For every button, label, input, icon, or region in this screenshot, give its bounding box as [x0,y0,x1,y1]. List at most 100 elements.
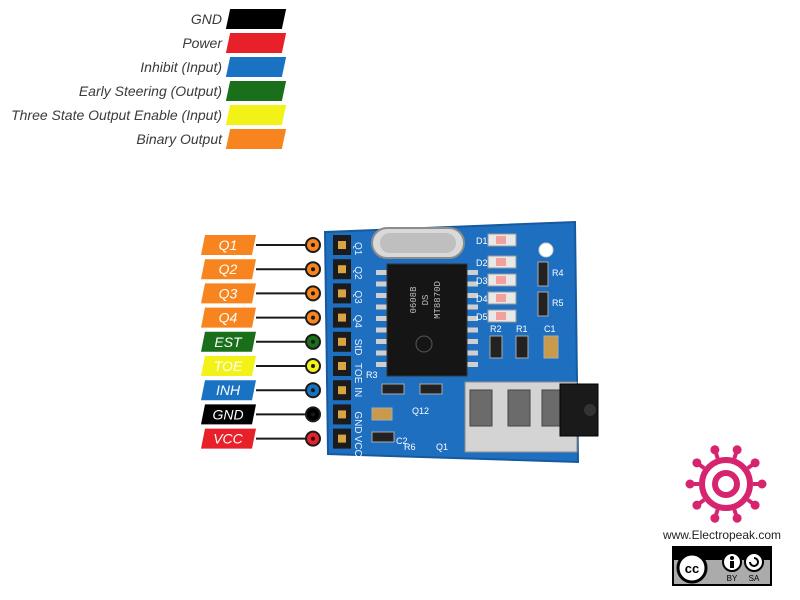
legend-label: GND [190,11,222,27]
ic-pins [376,270,478,367]
ic-leg [467,293,478,298]
cc-icon [676,552,708,584]
legend-item: Early Steering (Output) [0,80,300,104]
crystal-label: 3.57945 [399,240,437,250]
pin-silk-label: IN [352,387,363,397]
pin-tag-label: VCC [213,431,243,447]
pin-tag-label: TOE [214,358,243,374]
website-url[interactable]: www.Electropeak.com [662,528,782,542]
cc-license-badge[interactable]: cc BY SA [672,546,772,586]
pin-silk-label: Q4 [352,315,363,329]
header-pin[interactable] [338,289,346,298]
by-text: BY [727,574,738,583]
led-label: D2 [476,258,488,268]
capacitor-label: C2 [396,436,408,446]
resistor-label: R4 [552,268,564,278]
pin-dot-center [311,243,315,247]
resistor-label: R6 [404,442,416,452]
header-pin[interactable] [338,410,346,419]
header-pin[interactable] [338,386,346,395]
resistor [371,431,395,443]
header-pin[interactable] [338,313,346,322]
pin-dot-center [311,315,315,320]
legend-item: Power [0,32,300,56]
resistor [489,335,503,359]
pin-tag-label: GND [212,406,243,422]
transistor [419,383,443,395]
pin-silk-label: Q3 [352,290,363,304]
led-label: D4 [476,294,488,304]
header-pin[interactable] [338,362,346,370]
pin-dot-center [311,436,315,441]
capacitor-label: C1 [544,324,556,334]
pin-tag-shape [201,283,256,304]
resistor-label: R5 [552,298,564,308]
pin-tag-label: INH [216,382,241,398]
ic-leg [376,293,387,298]
header-pin[interactable] [338,337,346,346]
legend-label: Inhibit (Input) [140,59,222,75]
audio-jack [464,381,599,453]
pin-tag-shape [201,259,256,280]
pin-tag-label: Q3 [219,285,238,301]
electropeak-logo-icon [685,445,767,523]
pin-dot-center [311,412,315,417]
pin-dot-center [311,267,315,272]
pin-dot-center [311,388,315,393]
pin-silk-label: VCC [352,436,363,457]
pin-tag-label: Q1 [219,237,238,253]
resistor [537,261,549,287]
pin-tag: INH [201,380,321,401]
ic-leg [376,304,387,310]
pin-tag: EST [201,331,321,352]
pin-tag-shape [201,307,256,328]
pin-silk-label: Q1 [352,242,363,256]
header-pin[interactable] [338,434,346,443]
led-column: D1 D2 D3 D4 D5 [476,233,517,323]
color-legend: GND Power Inhibit (Input) Early Steering… [0,8,300,152]
ic-leg [376,362,387,367]
mounting-hole [538,242,554,258]
ic-leg [467,281,478,287]
chip-marking: DS [421,295,431,306]
led-lens [496,236,506,244]
pin-silk-label: Q2 [352,266,363,280]
pin-tag: GND [201,404,321,425]
ic-leg [376,327,387,333]
pin-tag: VCC [201,428,321,449]
pin-tag: TOE [201,356,321,376]
ic-leg [376,350,387,356]
pin-dot-center [311,364,315,368]
pin-tag-shape [201,331,256,352]
led-label: D5 [476,312,488,322]
legend-item: Inhibit (Input) [0,56,300,80]
legend-item: Binary Output [0,128,300,152]
legend-label: Binary Output [136,131,222,147]
led-label: D3 [476,276,488,286]
resistor [537,291,549,317]
led-label: D1 [476,236,488,246]
legend-label: Power [182,35,222,51]
pin-dot-center [311,291,315,296]
pin-tag: Q1 [201,235,321,255]
header-pin[interactable] [338,241,346,249]
resistor [515,335,529,359]
pin-silk-label: TOE [352,363,363,384]
ic-leg [467,327,478,333]
pin-tag-shape [201,356,256,376]
led-lens [496,312,506,320]
ic-leg [467,339,478,344]
component-label: Q12 [412,406,429,416]
led-lens [496,294,506,302]
sa-text: SA [749,574,760,583]
pin-tag: Q3 [201,283,321,304]
chip-marking: MT8870D [433,281,443,319]
capacitor [543,335,559,359]
sa-icon [744,552,764,572]
header-pin[interactable] [338,265,346,274]
led-lens [496,276,506,284]
pin-tag-shape [201,235,256,255]
resistor-label: R2 [490,324,502,334]
